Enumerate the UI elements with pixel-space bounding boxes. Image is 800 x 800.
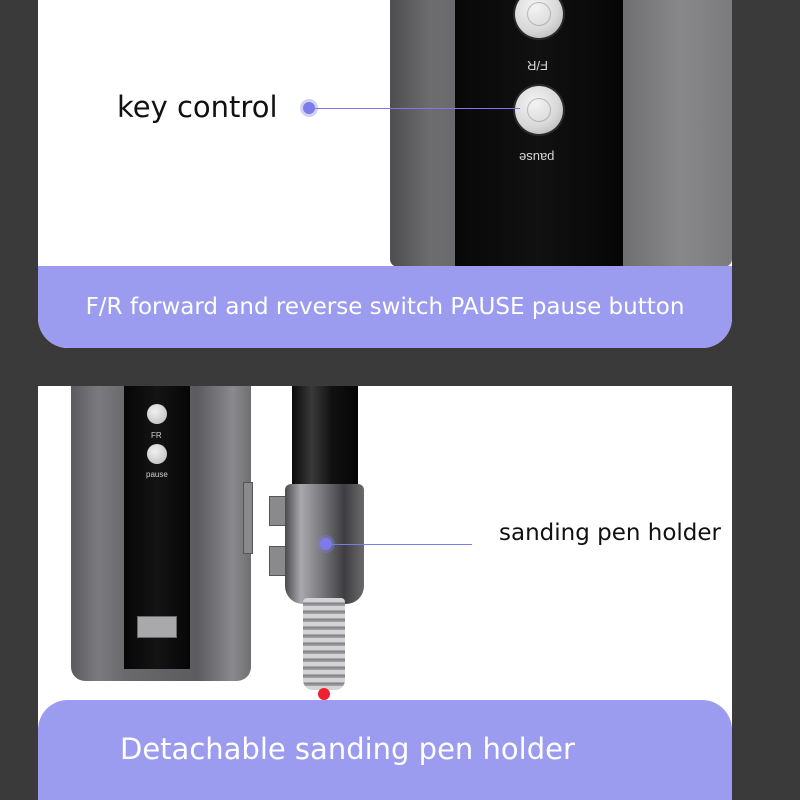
key-control-panel: F/R pause key control F/R forward and re…	[38, 0, 732, 348]
fr-button-icon	[515, 0, 563, 38]
pause-button-small-icon	[147, 444, 167, 464]
pause-button-label: pause	[519, 150, 555, 165]
side-clip	[243, 482, 253, 554]
device-screen-window	[137, 616, 177, 638]
caption-band-bottom: Detachable sanding pen holder	[38, 700, 732, 800]
key-control-callout-line	[310, 108, 520, 109]
pause-button-icon	[515, 86, 563, 134]
pen-holder-callout-line	[328, 544, 472, 545]
fr-button-small-label: FR	[151, 431, 162, 440]
caption-bottom-text: Detachable sanding pen holder	[120, 732, 575, 766]
pen-tip	[318, 688, 330, 700]
fr-button-label: F/R	[527, 58, 548, 73]
pen-cable	[292, 386, 358, 490]
device-control-panel: F/R pause	[455, 0, 623, 267]
pen-holder-panel: FR pause sanding pen holder Detachable s…	[38, 386, 732, 800]
device-top-view: F/R pause	[390, 0, 732, 267]
caption-band-top: F/R forward and reverse switch PAUSE pau…	[38, 266, 732, 348]
fr-button-small-icon	[147, 404, 167, 424]
key-control-callout-dot	[303, 102, 315, 114]
caption-top-text: F/R forward and reverse switch PAUSE pau…	[85, 294, 685, 320]
pen-spring	[303, 598, 345, 690]
pen-holder-callout-dot	[320, 538, 332, 550]
pause-button-small-label: pause	[146, 470, 168, 479]
key-control-label: key control	[117, 90, 278, 124]
device-body-control-panel: FR pause	[124, 386, 190, 669]
device-body: FR pause	[71, 386, 253, 681]
sanding-pen-holder-label: sanding pen holder	[499, 520, 722, 546]
